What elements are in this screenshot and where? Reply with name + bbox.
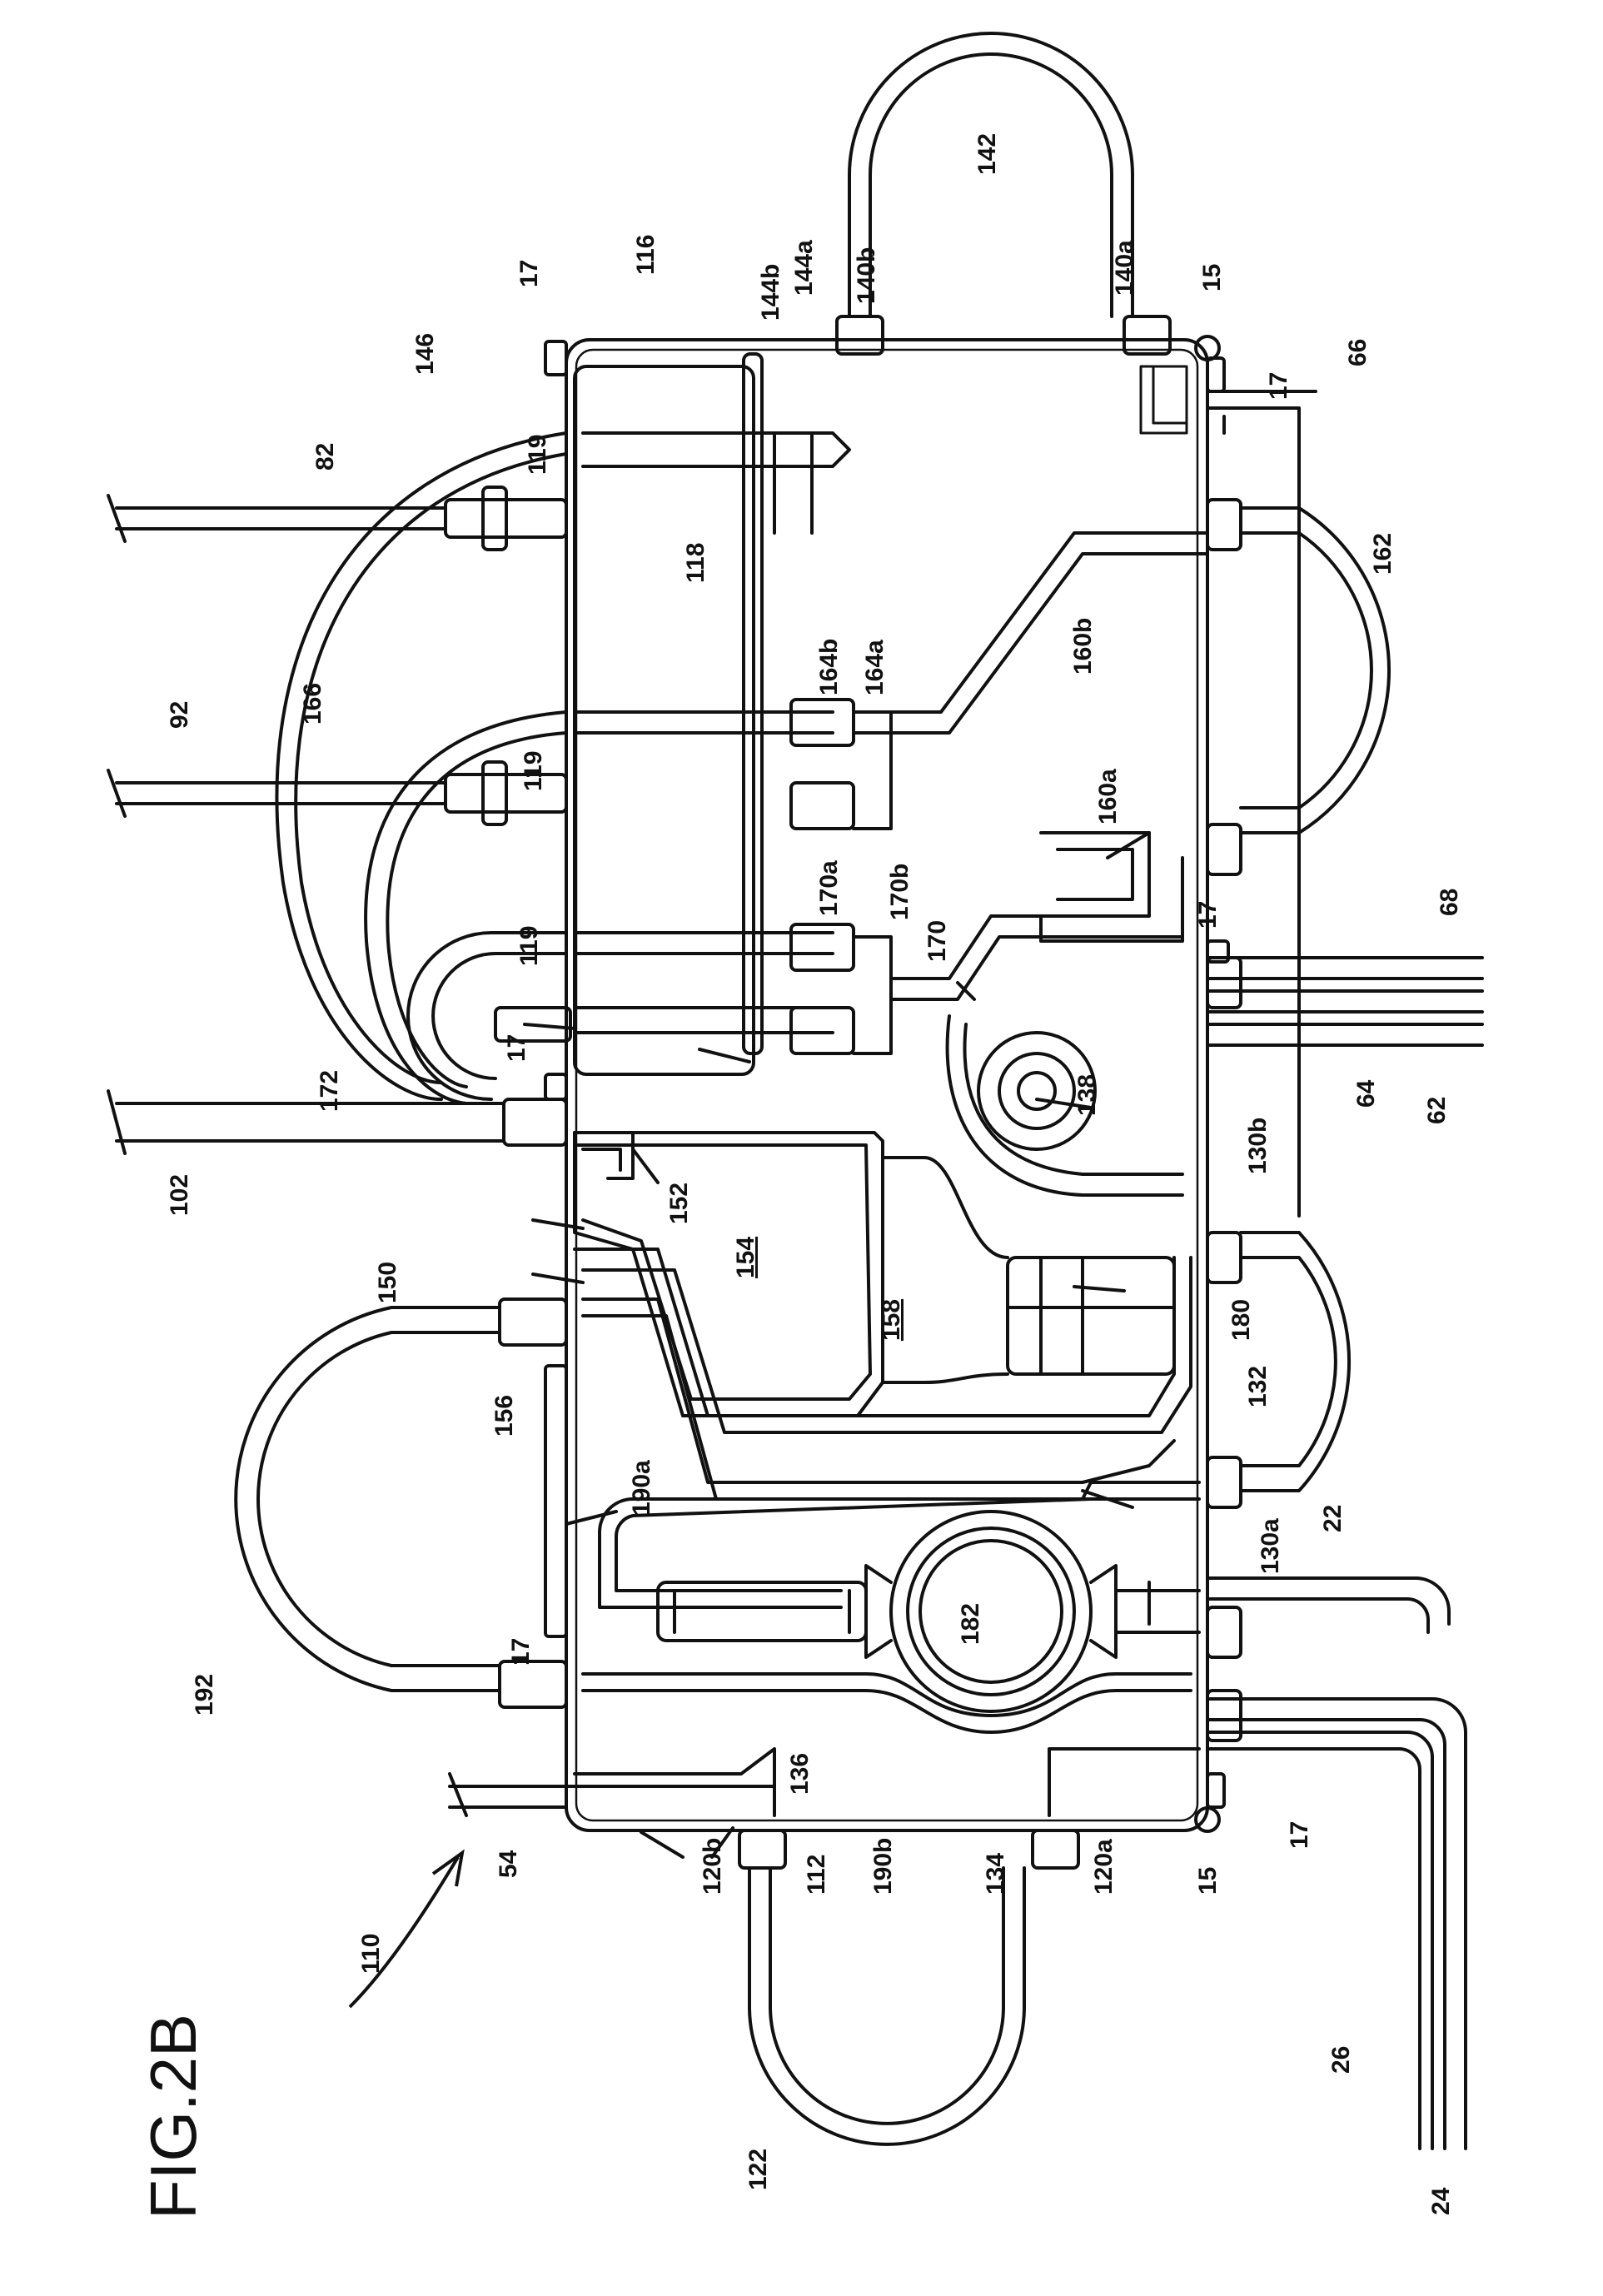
ref-label-92: 92 — [166, 701, 193, 729]
tube-24 — [1207, 1699, 1466, 2149]
ref-label-17-top-left: 17 — [515, 260, 543, 287]
ref-label-154: 154 — [732, 1237, 759, 1278]
tube-22 — [1207, 1578, 1449, 1632]
ref-label-192: 192 — [191, 1674, 218, 1716]
ref-label-158: 158 — [878, 1299, 905, 1341]
ref-label-112: 112 — [803, 1855, 830, 1895]
tube-102 — [117, 1103, 504, 1141]
ref-label-142: 142 — [973, 133, 1001, 175]
tube-62 — [1207, 1024, 1482, 1045]
ref-label-190a: 190a — [628, 1460, 655, 1516]
ref-label-134: 134 — [982, 1853, 1009, 1895]
ref-label-54: 54 — [495, 1850, 522, 1878]
ref-label-170: 170 — [923, 920, 951, 962]
ref-label-156: 156 — [490, 1395, 518, 1437]
ref-label-102: 102 — [166, 1174, 193, 1216]
ref-label-116: 116 — [632, 235, 660, 275]
ref-label-17-mid-left: 17 — [503, 1034, 530, 1062]
ref-label-15-bottom: 15 — [1194, 1867, 1222, 1895]
ref-label-160b: 160b — [1069, 618, 1097, 675]
ref-label-146: 146 — [411, 333, 439, 375]
loop-132 — [1241, 1233, 1349, 1491]
loop-192 — [236, 1307, 500, 1691]
loop-162 — [1241, 508, 1389, 833]
ref-label-166: 166 — [299, 683, 326, 725]
figure-title: FIG.2B — [137, 2014, 210, 2219]
ref-label-170b: 170b — [886, 864, 914, 920]
channel-170 — [891, 916, 1041, 979]
ref-label-132: 132 — [1244, 1366, 1272, 1407]
ref-label-119-a: 119 — [524, 435, 551, 475]
ref-label-17-top-right: 17 — [1265, 372, 1292, 400]
ref-label-152: 152 — [665, 1183, 693, 1224]
ref-label-138: 138 — [1073, 1074, 1101, 1116]
ref-label-182: 182 — [957, 1603, 984, 1645]
chamber-154 — [575, 1133, 883, 1416]
compartment-118 — [575, 366, 754, 1074]
ref-label-144b: 144b — [757, 264, 784, 321]
tube-66 — [1207, 408, 1299, 1216]
tube-68 — [1207, 958, 1482, 979]
ref-label-17-left: 17 — [507, 1638, 535, 1666]
ref-label-110: 110 — [357, 1934, 385, 1974]
ref-label-26: 26 — [1327, 2046, 1355, 2074]
ref-label-122: 122 — [744, 2149, 772, 2190]
ref-label-164b: 164b — [815, 639, 843, 695]
ref-label-130a: 130a — [1257, 1518, 1284, 1574]
ref-label-164a: 164a — [861, 640, 889, 695]
spike-144 — [583, 433, 849, 466]
ref-label-172: 172 — [316, 1070, 343, 1112]
schematic-drawing — [108, 33, 1482, 2149]
ref-label-130b: 130b — [1244, 1118, 1272, 1174]
ref-label-140b: 140b — [853, 247, 880, 304]
ref-label-24: 24 — [1427, 2187, 1455, 2215]
ref-label-150: 150 — [374, 1262, 401, 1303]
loop-122 — [749, 1868, 1024, 2144]
ref-label-180: 180 — [1227, 1299, 1255, 1341]
ref-label-119-b: 119 — [520, 751, 547, 791]
ref-label-17-mid-right: 17 — [1194, 901, 1222, 929]
ref-label-119-c: 119 — [515, 926, 543, 966]
ref-label-17-bottom-right: 17 — [1286, 1821, 1313, 1849]
ref-label-140a: 140a — [1111, 240, 1138, 296]
ref-label-190b: 190b — [869, 1838, 897, 1895]
ref-label-120a: 120a — [1090, 1839, 1118, 1895]
ref-label-162: 162 — [1369, 533, 1396, 575]
ref-label-22: 22 — [1319, 1505, 1347, 1532]
reference-labels: 110 54 120b 112 190b 134 120a 15 122 26 … — [166, 133, 1463, 2215]
ref-label-15-top: 15 — [1198, 264, 1226, 291]
ref-label-82: 82 — [311, 443, 339, 471]
tube-82 — [117, 508, 446, 529]
ref-label-118: 118 — [682, 543, 709, 583]
ref-label-170a: 170a — [815, 860, 843, 916]
ref-label-160a: 160a — [1094, 769, 1122, 824]
tube-54 — [450, 1766, 774, 1807]
cassette-inner-frame — [576, 350, 1197, 1820]
ref-label-64: 64 — [1352, 1079, 1380, 1108]
tube-26 — [1207, 1732, 1432, 2149]
ref-label-66: 66 — [1344, 339, 1372, 366]
ref-label-62: 62 — [1423, 1097, 1451, 1124]
tube-64 — [1207, 991, 1482, 1012]
ref-label-120b: 120b — [699, 1838, 726, 1895]
arrow-110 — [350, 1853, 462, 2007]
ref-label-136: 136 — [786, 1753, 814, 1795]
chamber-180 — [1008, 1258, 1174, 1374]
ref-label-68: 68 — [1436, 889, 1463, 916]
ref-label-144a: 144a — [790, 240, 818, 296]
